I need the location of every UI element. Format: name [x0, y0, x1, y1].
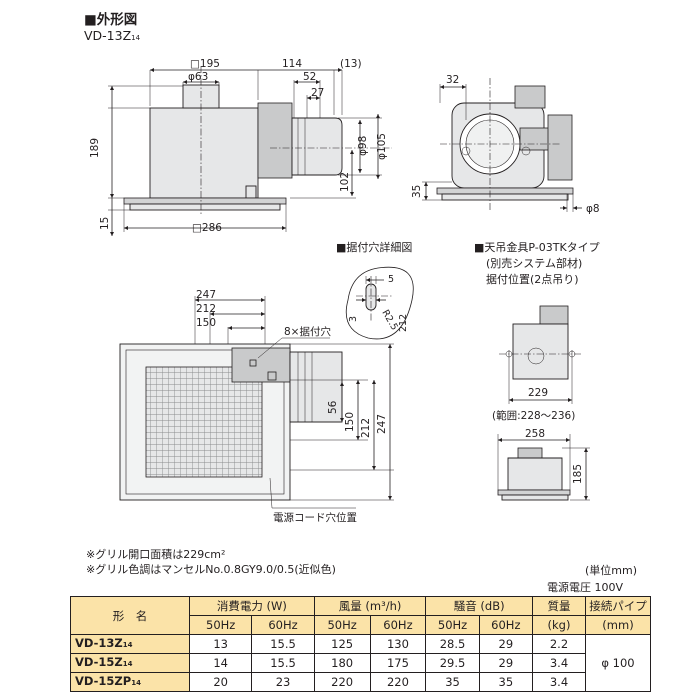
- header-power-60hz: 60Hz: [251, 615, 315, 635]
- dim-212-top: 212: [196, 303, 216, 315]
- header-mass: 質量: [532, 596, 586, 616]
- dim-212-v: 212: [360, 418, 372, 438]
- cell-airflow-60: 175: [369, 653, 427, 673]
- dim-102: 102: [339, 172, 351, 192]
- grille: [145, 366, 263, 478]
- row-model: VD-15ZP14: [70, 672, 190, 692]
- dim-212-detail: 212: [398, 314, 409, 332]
- dim-width-top: □195: [190, 58, 220, 70]
- cell-power-60: 23: [251, 672, 315, 692]
- header-noise: 騒音 (dB): [425, 596, 533, 616]
- spec-table: 形 名 消費電力 (W) 風量 (m³/h) 騒音 (dB) 質量 接続パイプ …: [70, 596, 651, 692]
- hanger-title: ■天吊金具P-03TKタイプ: [474, 240, 600, 254]
- cell-airflow-50: 180: [313, 653, 371, 673]
- dim-5: 5: [388, 274, 394, 285]
- dim-phi105: φ105: [376, 133, 388, 160]
- mount-holes-label: 8×据付穴: [284, 325, 331, 338]
- mount-hole-detail: ■据付穴詳細図 5 3 R2.5 212: [336, 240, 414, 340]
- dim-52: 52: [303, 71, 316, 83]
- dim-phi8: φ8: [586, 203, 600, 215]
- voltage-label: 電源電圧 100V: [547, 581, 624, 594]
- cell-noise-50: 29.5: [425, 653, 480, 673]
- dim-13: (13): [340, 58, 362, 70]
- model-name: VD-13Z: [84, 28, 132, 43]
- header-airflow-50hz: 50Hz: [313, 615, 371, 635]
- cell-power-50: 13: [188, 634, 253, 654]
- cell-airflow-50: 125: [313, 634, 371, 654]
- header-noise-50hz: 50Hz: [425, 615, 480, 635]
- table-row: VD-15ZP14 20 23 220 220 35 35 3.4: [70, 672, 651, 692]
- range-label: (範囲:228～236): [492, 409, 575, 422]
- dim-3: 3: [348, 316, 359, 322]
- note-opening-area: ※グリル開口面積は229cm²: [86, 548, 226, 561]
- cell-airflow-60: 220: [369, 672, 427, 692]
- header-power-50hz: 50Hz: [188, 615, 253, 635]
- cell-mass: 3.4: [532, 653, 586, 673]
- cell-mass: 2.2: [532, 634, 586, 654]
- cell-power-50: 14: [188, 653, 253, 673]
- cell-pipe: φ 100: [585, 634, 651, 692]
- cell-noise-50: 28.5: [425, 634, 480, 654]
- cell-airflow-50: 220: [313, 672, 371, 692]
- header-airflow: 風量 (m³/h): [313, 596, 427, 616]
- dim-258: 258: [525, 428, 545, 440]
- dim-32: 32: [446, 74, 459, 86]
- cell-noise-60: 29: [478, 634, 534, 654]
- front-view: □195 114 (13) φ63 52 27 189 φ98 φ105 102…: [89, 58, 392, 236]
- dim-114: 114: [282, 58, 302, 70]
- hanger-note2: 据付位置(2点吊り): [486, 272, 579, 286]
- dim-247-v: 247: [376, 414, 388, 434]
- page-title: ■外形図: [84, 12, 138, 28]
- dim-56: 56: [327, 400, 339, 414]
- side-view: 32 35 φ8: [411, 74, 600, 215]
- dim-27: 27: [311, 87, 324, 99]
- dim-15: 15: [99, 217, 111, 230]
- header-pipe: 接続パイプ: [585, 596, 651, 616]
- dim-35: 35: [411, 185, 423, 198]
- dim-r25: R2.5: [379, 308, 399, 332]
- cell-power-50: 20: [188, 672, 253, 692]
- table-row: VD-13Z14 13 15.5 125 130 28.5 29 2.2 φ 1…: [70, 634, 651, 692]
- cord-hole-label: 電源コード穴位置: [273, 511, 357, 524]
- row-model: VD-13Z14: [70, 634, 190, 654]
- cell-airflow-60: 130: [369, 634, 427, 654]
- dim-286: □286: [192, 222, 222, 234]
- header-power: 消費電力 (W): [189, 596, 315, 616]
- dim-247-top: 247: [196, 289, 216, 301]
- dim-phi98: φ98: [357, 136, 369, 156]
- header-noise-60hz: 60Hz: [478, 615, 534, 635]
- dim-phi63: φ63: [188, 71, 208, 83]
- header-mass-unit: (kg): [532, 615, 586, 635]
- dim-189: 189: [89, 138, 101, 158]
- table-row: VD-15Z14 14 15.5 180 175 29.5 29 3.4: [70, 653, 651, 673]
- unit-label: (単位mm): [585, 564, 638, 577]
- cell-noise-60: 35: [478, 672, 534, 692]
- cell-power-60: 15.5: [251, 653, 315, 673]
- row-model: VD-15Z14: [70, 653, 190, 673]
- dim-185: 185: [572, 464, 584, 484]
- hanger-bracket: ■天吊金具P-03TKタイプ (別売システム部材) 据付位置(2点吊り) 229…: [474, 240, 600, 501]
- cell-noise-50: 35: [425, 672, 480, 692]
- cell-power-60: 15.5: [251, 634, 315, 654]
- hanger-note1: (別売システム部材): [486, 256, 582, 270]
- header-model: 形 名: [70, 596, 190, 635]
- note-grille-color: ※グリル色調はマンセルNo.0.8GY9.0/0.5(近似色): [86, 563, 336, 576]
- header-airflow-60hz: 60Hz: [369, 615, 427, 635]
- bottom-view: 247 212 150 8×据付穴 56 150 212 247 電源コード穴位…: [119, 289, 394, 524]
- header-pipe-unit: (mm): [585, 615, 651, 635]
- cell-noise-60: 29: [478, 653, 534, 673]
- detail-title: ■据付穴詳細図: [336, 240, 412, 254]
- dim-229: 229: [528, 387, 548, 399]
- model-label: VD-13Z14: [84, 28, 140, 43]
- dim-150-top: 150: [196, 317, 216, 329]
- cell-mass: 3.4: [532, 672, 586, 692]
- dim-150-v: 150: [344, 412, 356, 432]
- model-suffix: 14: [131, 34, 141, 42]
